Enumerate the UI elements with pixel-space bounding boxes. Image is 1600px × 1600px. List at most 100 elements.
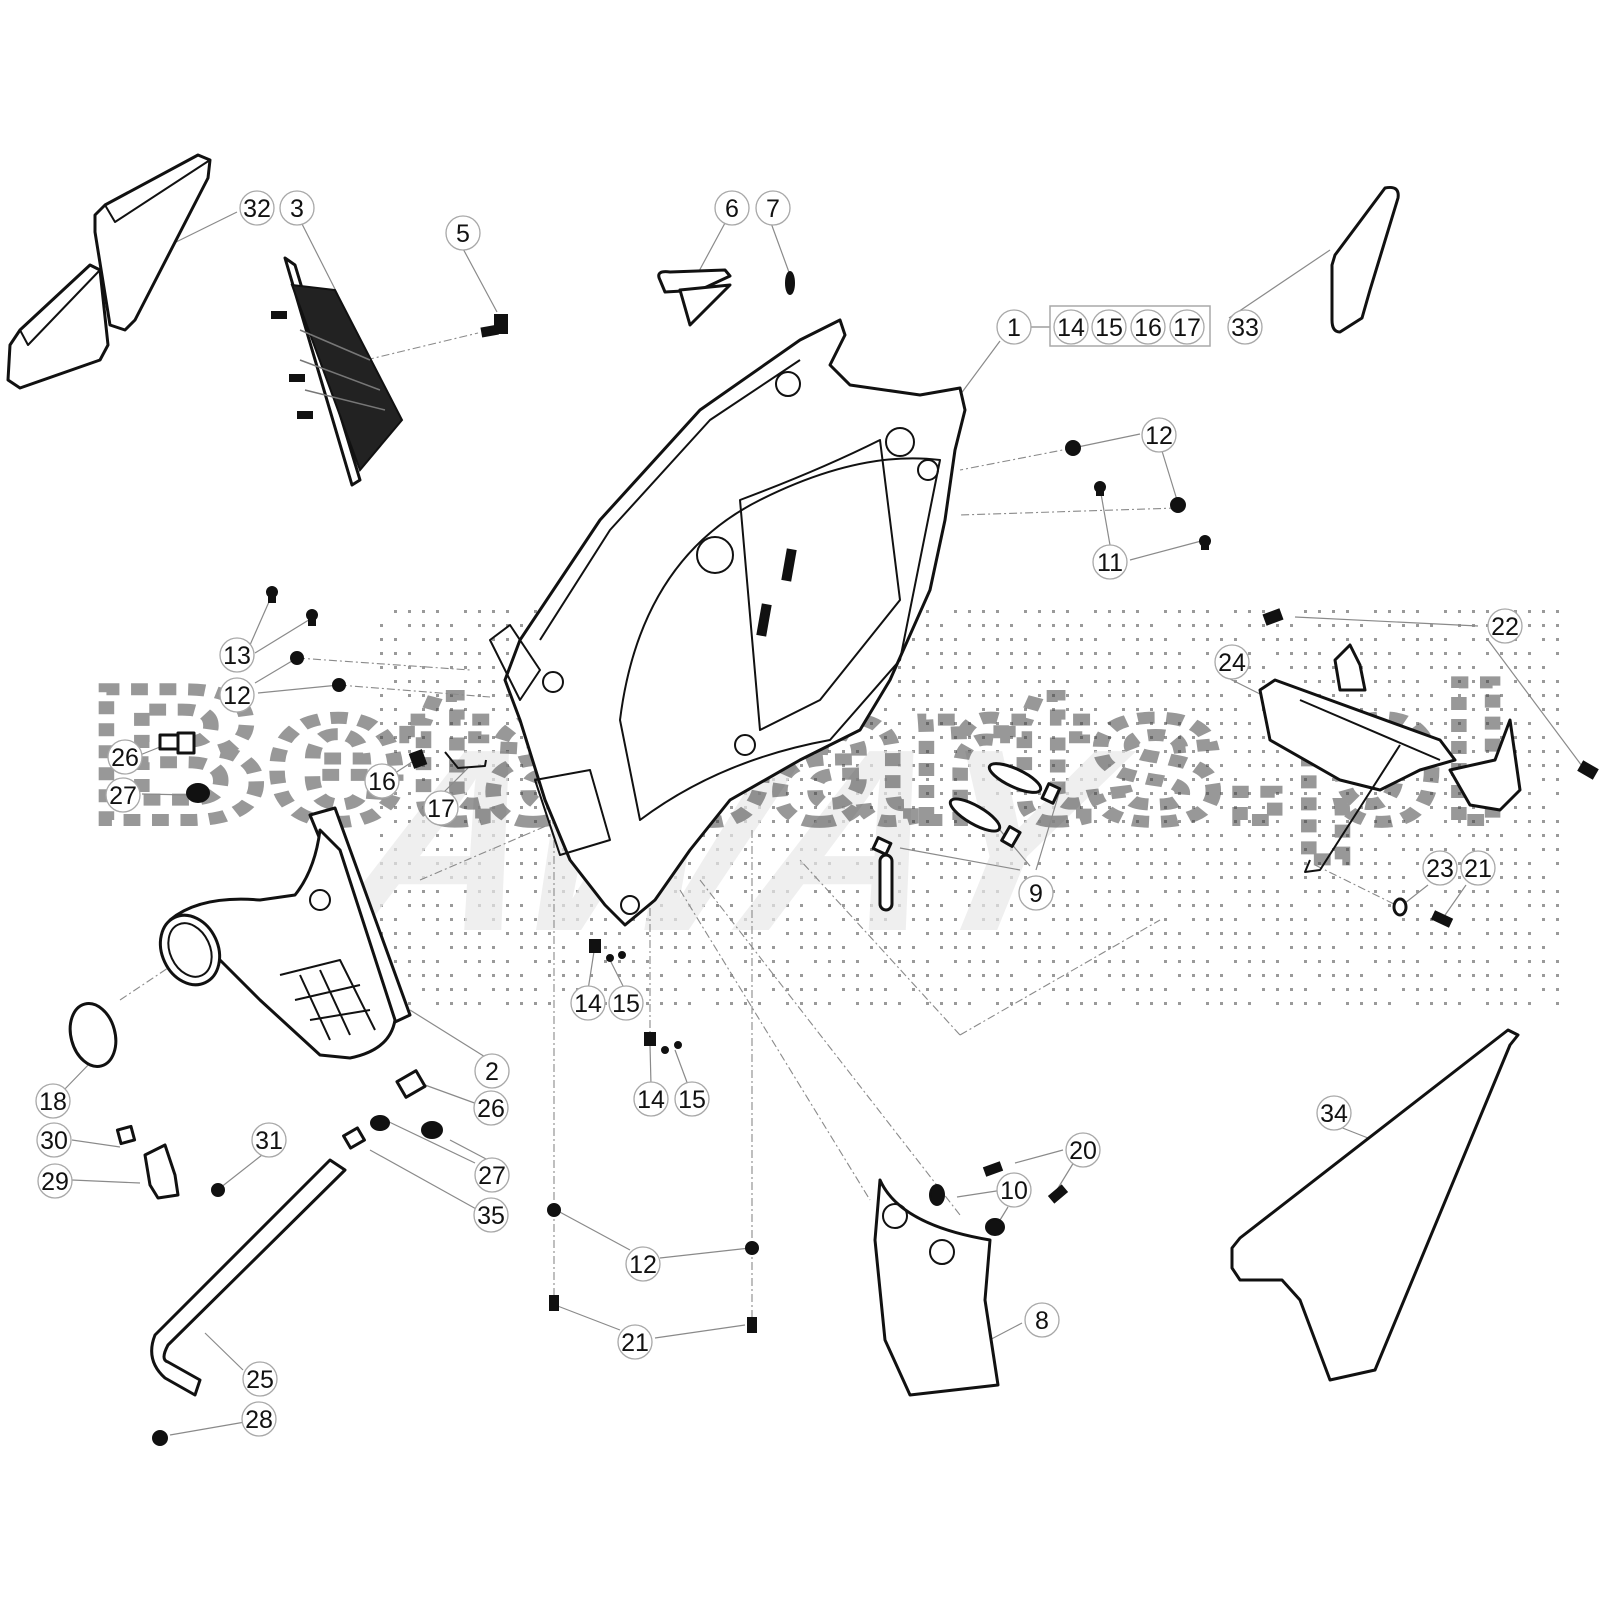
callout-label: 7	[766, 195, 780, 223]
watermark-dot	[1458, 750, 1461, 753]
callout-washer: 23	[1422, 850, 1458, 886]
watermark-dot	[1332, 694, 1335, 697]
watermark-dot	[520, 904, 523, 907]
watermark-dot	[450, 876, 453, 879]
watermark-dot	[492, 890, 495, 893]
watermark-dot	[786, 932, 789, 935]
watermark-dot	[1122, 708, 1125, 711]
watermark-dot	[1024, 918, 1027, 921]
watermark-dot	[1206, 918, 1209, 921]
watermark-dot	[688, 1002, 691, 1005]
watermark-dot	[674, 1002, 677, 1005]
watermark-dot	[1024, 736, 1027, 739]
watermark-dot	[464, 890, 467, 893]
watermark-dot	[506, 974, 509, 977]
watermark-dot	[912, 876, 915, 879]
watermark-dot	[1374, 806, 1377, 809]
watermark-dot	[1220, 778, 1223, 781]
watermark-dot	[1486, 610, 1489, 613]
watermark-dot	[1500, 666, 1503, 669]
watermark-dot	[1164, 750, 1167, 753]
watermark-dot	[422, 848, 425, 851]
watermark-dot	[1178, 736, 1181, 739]
watermark-dot	[1444, 666, 1447, 669]
watermark-dot	[1500, 722, 1503, 725]
callout-filter-screw: 5	[445, 215, 481, 251]
watermark-dot	[940, 932, 943, 935]
watermark-dot	[1038, 694, 1041, 697]
watermark-dot	[1010, 624, 1013, 627]
watermark-dot	[1248, 834, 1251, 837]
watermark-dot	[1024, 722, 1027, 725]
watermark-dot	[1192, 904, 1195, 907]
watermark-dot	[1528, 876, 1531, 879]
watermark-dot	[1472, 750, 1475, 753]
watermark-dot	[450, 708, 453, 711]
watermark-dot	[1038, 974, 1041, 977]
watermark-dot	[548, 1002, 551, 1005]
watermark-dot	[842, 988, 845, 991]
watermark-dot	[1206, 904, 1209, 907]
callout-hose-connector: 35	[473, 1197, 509, 1233]
watermark-dot	[506, 708, 509, 711]
watermark-dot	[1388, 890, 1391, 893]
watermark-dot	[1304, 946, 1307, 949]
watermark-dot	[1080, 778, 1083, 781]
callout-label: 14	[637, 1086, 665, 1114]
watermark-dot	[716, 988, 719, 991]
watermark-dot	[1038, 680, 1041, 683]
watermark-dot	[786, 848, 789, 851]
watermark-dot	[394, 932, 397, 935]
watermark-dot	[506, 820, 509, 823]
watermark-dot	[1178, 932, 1181, 935]
watermark-dot	[1556, 960, 1559, 963]
watermark-dot	[1150, 848, 1153, 851]
watermark-dot	[1458, 876, 1461, 879]
watermark-dot	[422, 736, 425, 739]
watermark-dot	[758, 820, 761, 823]
watermark-dot	[618, 946, 621, 949]
watermark-dot	[1542, 960, 1545, 963]
watermark-dot	[478, 750, 481, 753]
watermark-dot	[954, 932, 957, 935]
watermark-dot	[520, 946, 523, 949]
watermark-dot	[408, 904, 411, 907]
watermark-dot	[968, 876, 971, 879]
watermark-dot	[1556, 638, 1559, 641]
watermark-dot	[1486, 834, 1489, 837]
watermark-dot	[1094, 960, 1097, 963]
callout-label: 15	[678, 1086, 706, 1114]
watermark-dot	[520, 932, 523, 935]
watermark-dot	[1360, 848, 1363, 851]
watermark-dot	[1318, 666, 1321, 669]
watermark-dot	[1458, 960, 1461, 963]
watermark-dot	[954, 610, 957, 613]
watermark-dot	[758, 946, 761, 949]
watermark-dot	[1066, 890, 1069, 893]
watermark-dot	[1360, 974, 1363, 977]
callout-circle	[1053, 309, 1089, 345]
watermark-dot	[982, 610, 985, 613]
watermark-dot	[1528, 890, 1531, 893]
watermark-dot	[1528, 750, 1531, 753]
watermark-dot	[646, 974, 649, 977]
watermark-dot	[1276, 862, 1279, 865]
watermark-dot	[1556, 820, 1559, 823]
watermark-dot	[1122, 974, 1125, 977]
watermark-dot	[436, 834, 439, 837]
watermark-dot	[1094, 610, 1097, 613]
watermark-dot	[884, 918, 887, 921]
watermark-dot	[1010, 792, 1013, 795]
watermark-dot	[1276, 890, 1279, 893]
watermark-dot	[1332, 778, 1335, 781]
watermark-dot	[996, 988, 999, 991]
watermark-dot	[884, 736, 887, 739]
watermark-dot	[1402, 610, 1405, 613]
watermark-dot	[1122, 624, 1125, 627]
watermark-dot	[786, 918, 789, 921]
watermark-dot	[1094, 918, 1097, 921]
watermark-dot	[1010, 932, 1013, 935]
watermark-dot	[996, 652, 999, 655]
watermark-dot	[1542, 736, 1545, 739]
